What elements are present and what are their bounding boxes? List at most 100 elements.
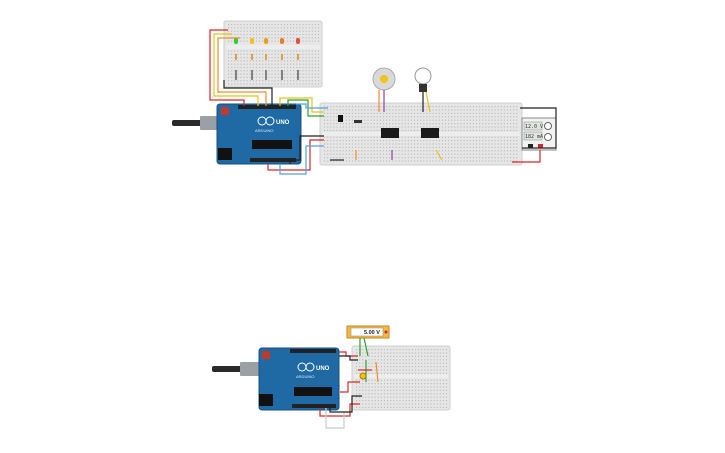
breadboard-hole [237, 24, 239, 26]
breadboard-hole [421, 389, 423, 391]
breadboard-hole [359, 355, 361, 357]
breadboard-hole [410, 116, 412, 118]
led[interactable] [250, 38, 254, 44]
breadboard-hole [234, 27, 236, 29]
breadboard-hole [356, 372, 358, 374]
breadboard-hole [255, 33, 258, 36]
breadboard-hole [382, 143, 385, 145]
breadboard-hole [342, 112, 344, 114]
breadboard-hole [305, 76, 307, 78]
breadboard-hole [494, 146, 496, 148]
breadboard-hole [513, 129, 515, 131]
breadboard-hole [327, 116, 329, 118]
resistor[interactable] [251, 54, 253, 60]
breadboard-hole [472, 146, 474, 148]
terminal-negative[interactable] [528, 144, 533, 148]
breadboard-hole [393, 406, 395, 408]
breadboard-hole [401, 136, 403, 138]
voltmeter[interactable]: 5.00 V [346, 325, 390, 339]
breadboard-hole [451, 123, 453, 125]
breadboard-hole [376, 116, 378, 118]
breadboard-hole [497, 126, 499, 128]
breadboard-hole [392, 116, 394, 118]
breadboard-hole [308, 57, 310, 59]
resistor[interactable] [297, 54, 299, 60]
resistor[interactable] [281, 54, 283, 60]
led[interactable] [234, 38, 238, 44]
potentiometer[interactable] [359, 372, 367, 380]
breadboard-hole [472, 126, 474, 128]
breadboard-hole [426, 146, 428, 148]
breadboard-hole [414, 386, 417, 388]
breadboard-hole [314, 60, 316, 62]
arduino-uno-top[interactable]: UNO ARDUINO [172, 103, 302, 165]
breadboard-hole [414, 355, 417, 357]
breadboard-hole [383, 372, 386, 374]
breadboard-hole [423, 119, 425, 121]
breadboard-hole [472, 129, 474, 131]
probe-positive-icon[interactable] [384, 330, 388, 334]
led[interactable] [296, 38, 300, 44]
resistor[interactable] [265, 54, 267, 60]
breadboard-hole [420, 109, 422, 111]
breadboard-hole [382, 112, 385, 114]
breadboard-hole [418, 403, 420, 405]
breadboard-hole [290, 66, 292, 69]
ic-chip-1[interactable] [381, 128, 399, 138]
breadboard-hole [374, 359, 376, 361]
breadboard-hole [314, 30, 316, 32]
transistor[interactable] [338, 115, 343, 122]
breadboard-hole [379, 116, 381, 118]
breadboard-hole [424, 359, 426, 361]
breadboard-hole [488, 140, 490, 142]
breadboard-hole [420, 157, 422, 159]
power-supply[interactable]: 12.0 V 182 mA [521, 117, 557, 151]
bottom-breadboard[interactable] [351, 345, 451, 411]
breadboard-hole [482, 106, 484, 108]
light-bulb[interactable] [414, 67, 432, 92]
resistor[interactable] [235, 54, 237, 60]
breadboard-hole [479, 136, 481, 138]
breadboard-hole [414, 383, 417, 385]
breadboard-hole [408, 352, 410, 354]
breadboard-hole [475, 150, 478, 152]
breadboard-hole [500, 129, 502, 131]
breadboard-hole [383, 379, 386, 381]
dc-motor[interactable] [372, 67, 396, 91]
breadboard-hole [435, 153, 437, 155]
breadboard-hole [296, 63, 298, 65]
breadboard-hole [234, 70, 236, 72]
breadboard-hole [374, 386, 376, 388]
breadboard-hole [228, 73, 230, 75]
breadboard-hole [475, 112, 478, 114]
led[interactable] [264, 38, 268, 44]
breadboard-hole [392, 109, 394, 111]
breadboard-hole [435, 160, 437, 162]
breadboard-hole [351, 157, 354, 159]
terminal-positive[interactable] [538, 144, 543, 148]
diode[interactable] [354, 120, 362, 123]
voltage-knob-icon[interactable] [544, 122, 552, 130]
breadboard-hole [427, 400, 429, 402]
breadboard-hole [367, 146, 369, 148]
breadboard-hole [308, 66, 310, 69]
led[interactable] [280, 38, 284, 44]
arduino-uno-bottom[interactable]: UNO ARDUINO [212, 347, 340, 411]
breadboard-hole [427, 403, 429, 405]
breadboard-hole [413, 140, 416, 142]
current-knob-icon[interactable] [544, 133, 552, 141]
ic-chip-2[interactable] [421, 128, 439, 138]
breadboard-hole [351, 146, 354, 148]
reset-button[interactable] [262, 351, 270, 359]
small-breadboard[interactable] [223, 20, 323, 88]
reset-button[interactable] [221, 107, 229, 115]
breadboard-hole [482, 157, 484, 159]
breadboard-hole [421, 349, 423, 351]
breadboard-hole [376, 126, 378, 128]
breadboard-hole [362, 406, 364, 408]
breadboard-hole [491, 119, 493, 121]
breadboard-hole [386, 126, 388, 128]
breadboard-hole [420, 119, 422, 121]
breadboard-hole [441, 146, 443, 148]
